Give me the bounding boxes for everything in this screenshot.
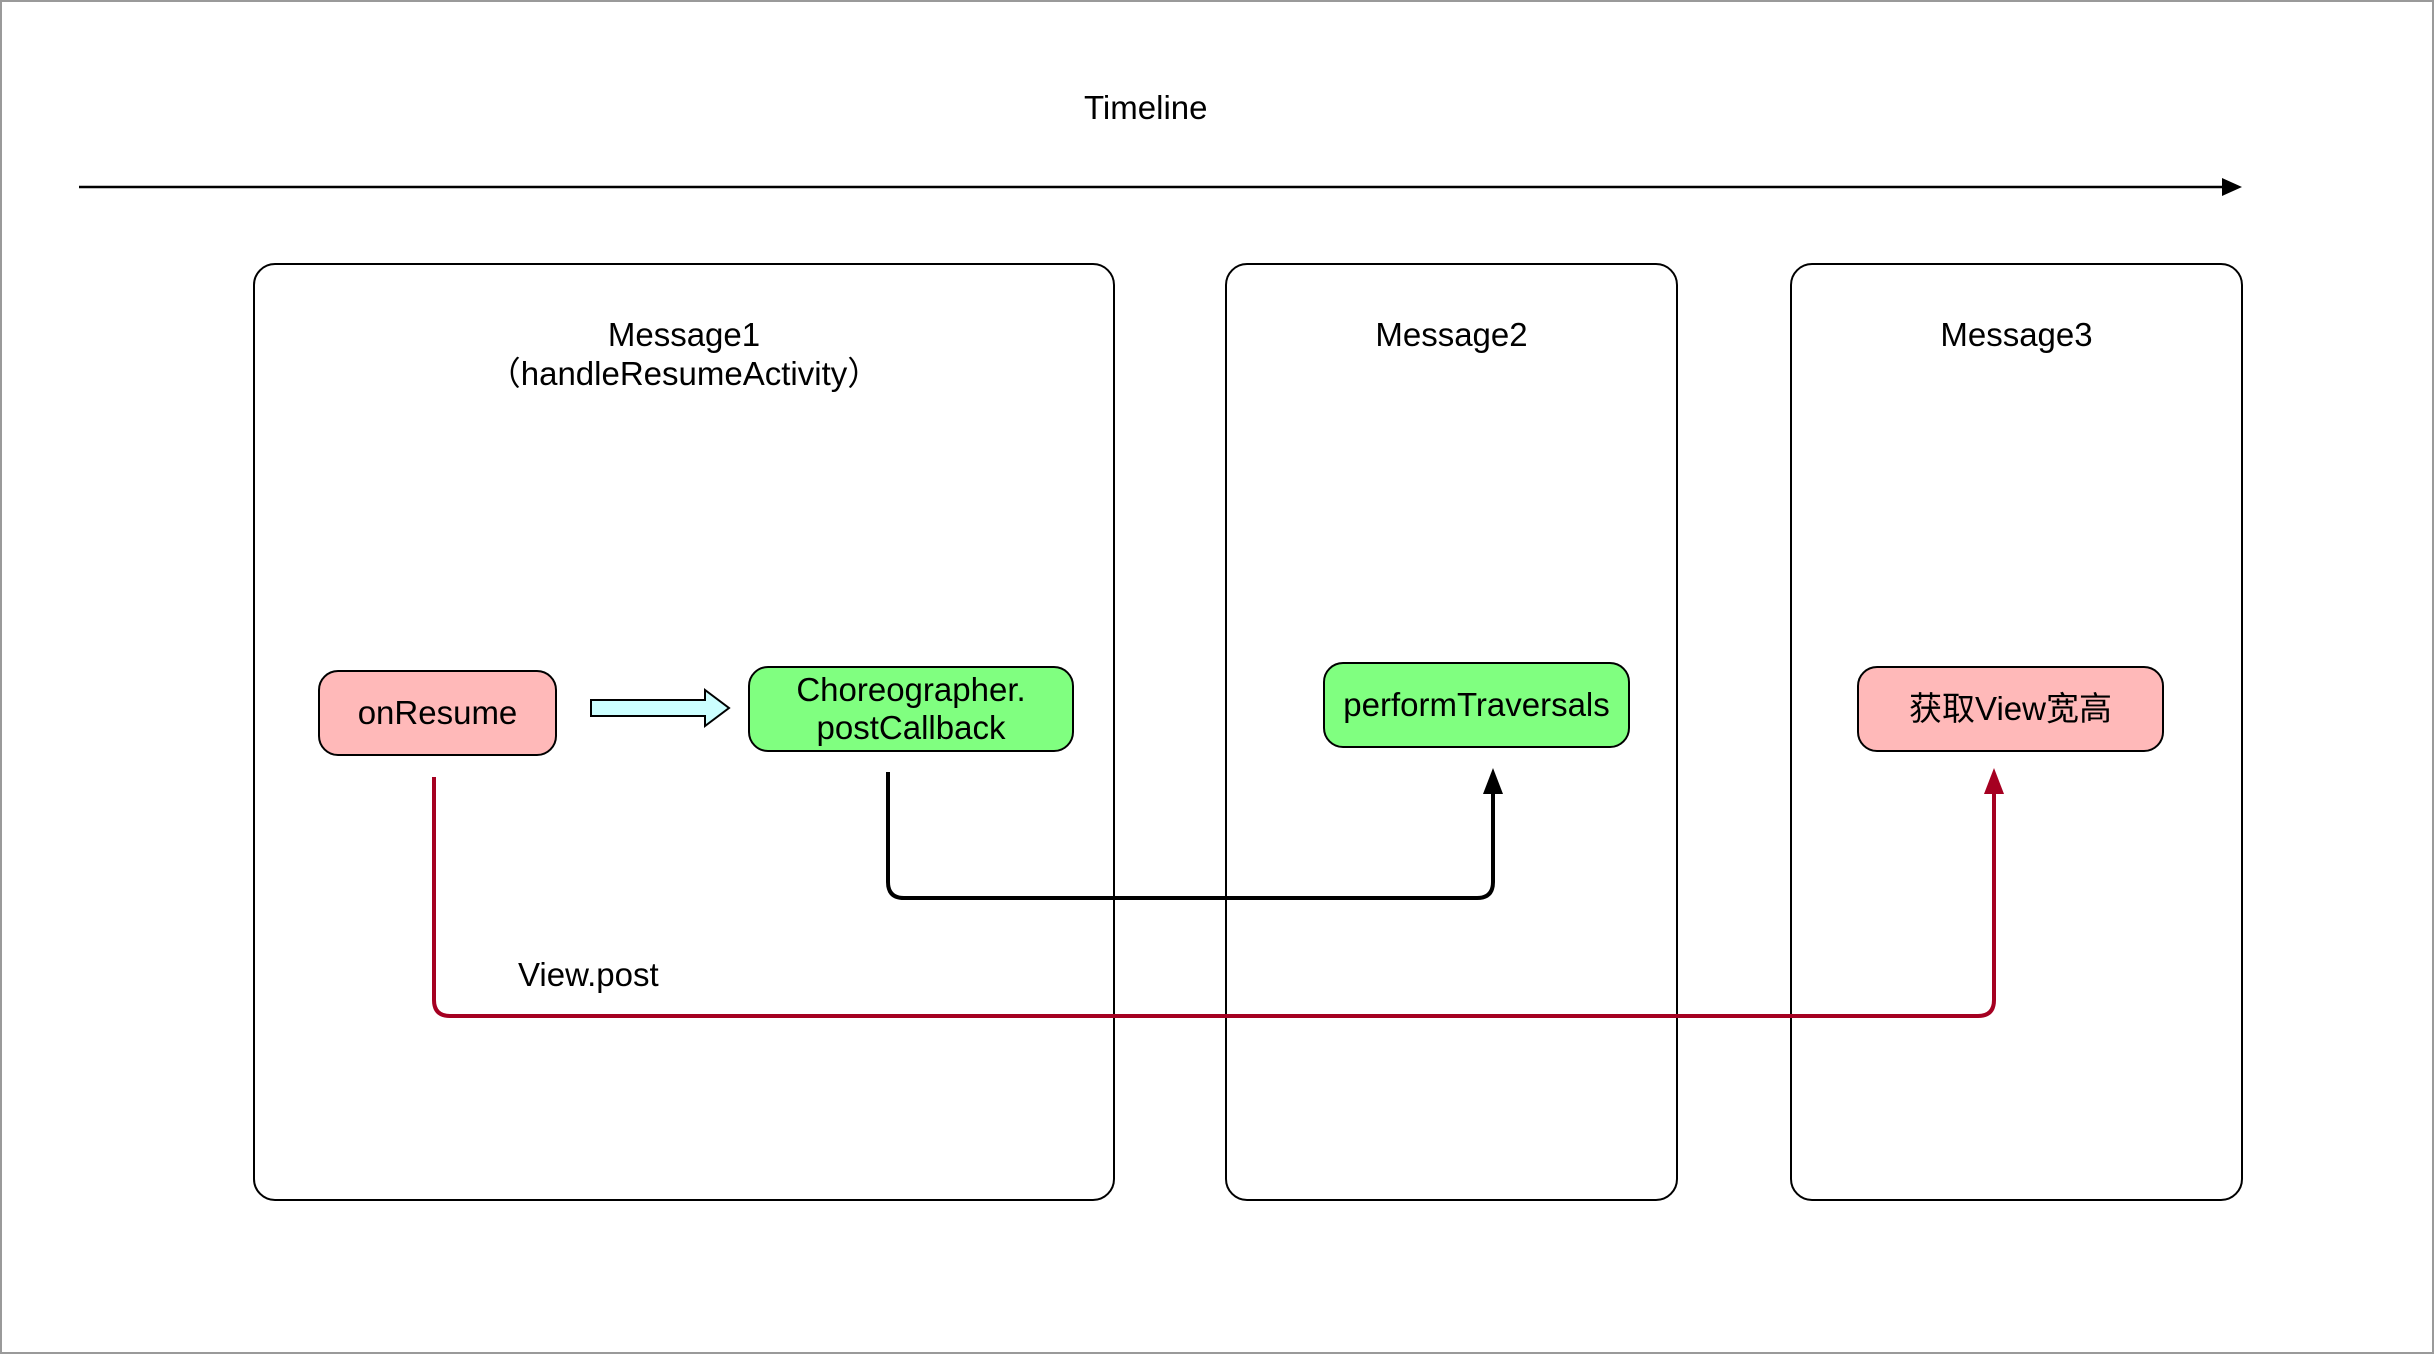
choreographer-to-traversals-arrow	[886, 768, 1503, 900]
perform-traversals-node: performTraversals	[1323, 662, 1630, 748]
view-post-label: View.post	[518, 956, 659, 993]
timeline-label: Timeline	[1084, 89, 1208, 126]
message2-box: Message2	[1225, 263, 1678, 1201]
choreographer-postcallback-node: Choreographer. postCallback	[748, 666, 1074, 752]
block-arrow	[590, 688, 731, 728]
timeline-arrow	[79, 178, 2242, 196]
message1-box: Message1 （handleResumeActivity）	[253, 263, 1115, 1201]
perform-traversals-label: performTraversals	[1343, 686, 1610, 723]
message1-subtitle: （handleResumeActivity）	[487, 355, 881, 392]
choreographer-label-line2: postCallback	[816, 709, 1006, 746]
message1-title: Message1	[607, 316, 761, 353]
get-view-size-label: 获取View宽高	[1909, 690, 2112, 727]
get-view-size-node: 获取View宽高	[1857, 666, 2164, 752]
choreographer-label-line1: Choreographer.	[796, 671, 1026, 708]
message3-box: Message3	[1790, 263, 2243, 1201]
view-post-arrow	[432, 768, 2004, 1018]
message3-title: Message3	[1940, 316, 2093, 353]
message2-title: Message2	[1375, 316, 1528, 353]
on-resume-label: onResume	[357, 694, 518, 731]
on-resume-node: onResume	[318, 670, 557, 756]
